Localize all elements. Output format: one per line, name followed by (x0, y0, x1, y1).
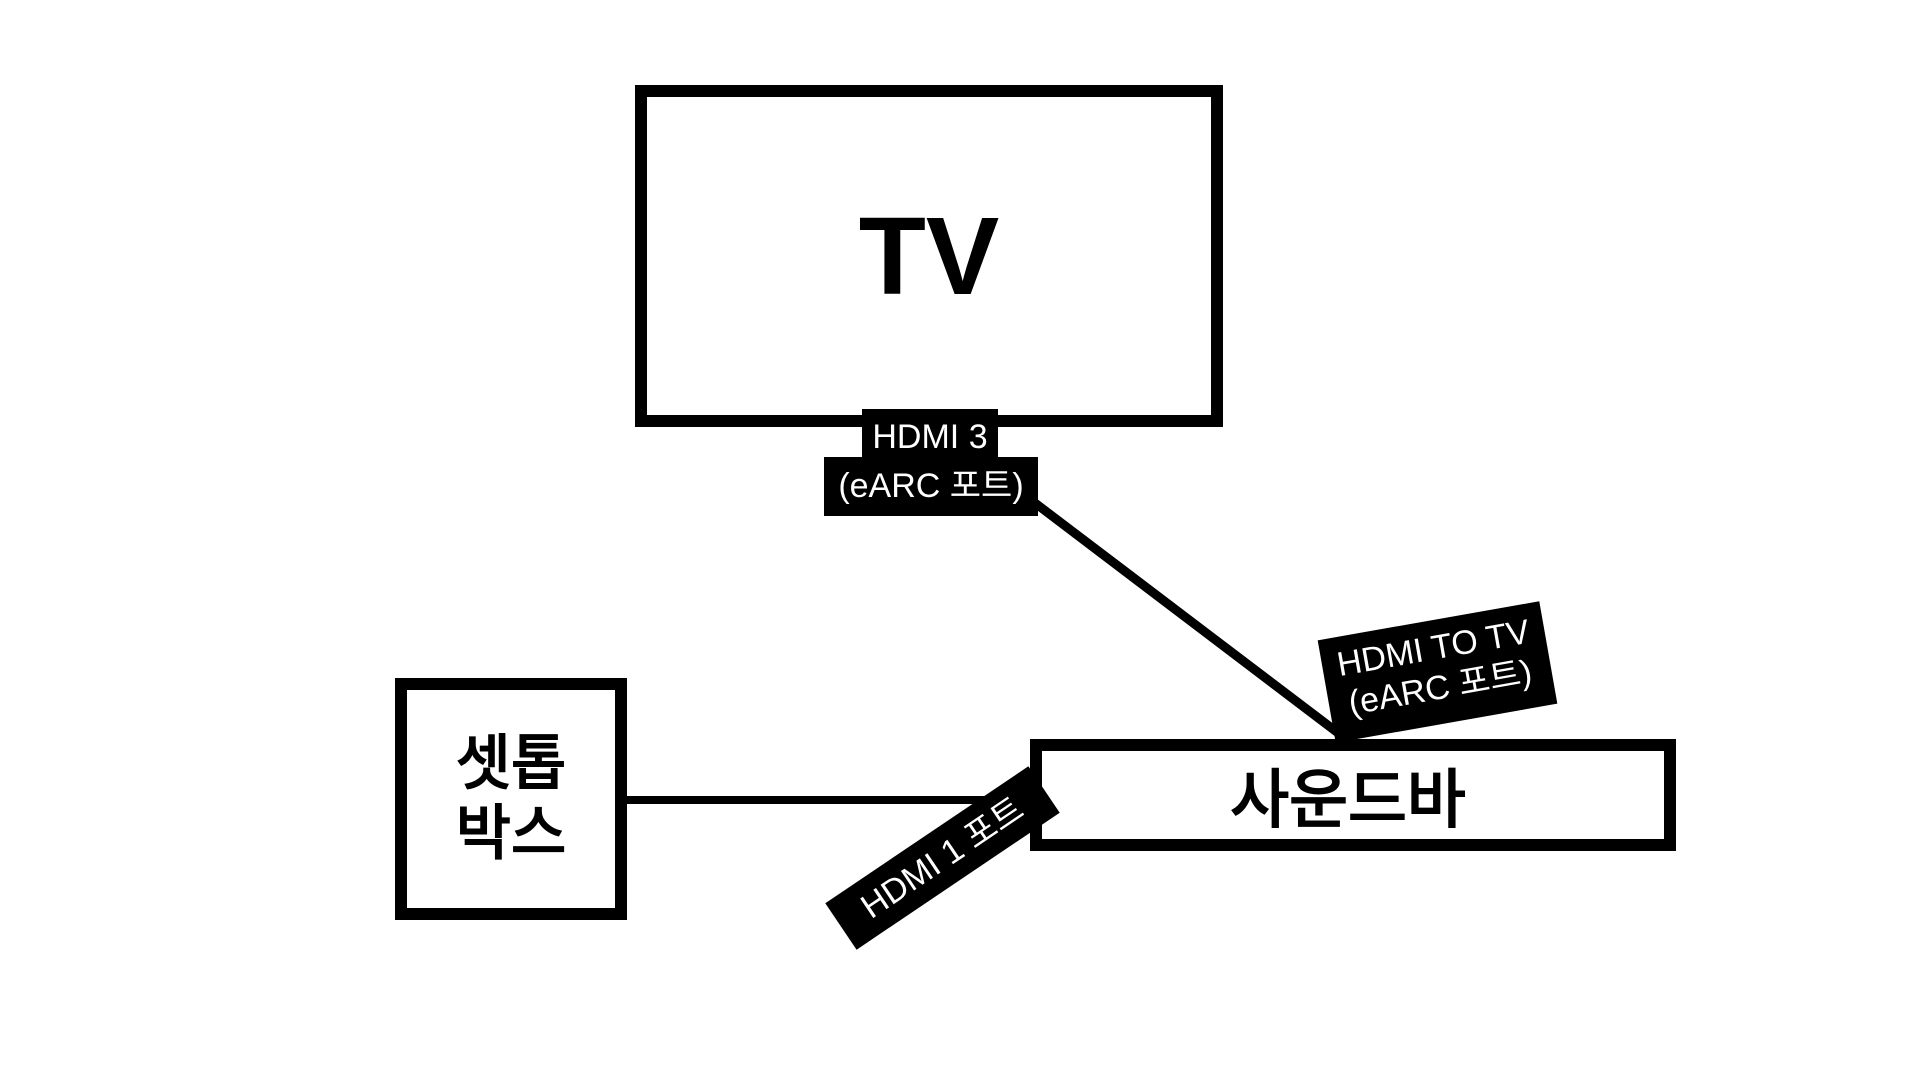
settop-label-line2: 박스 (455, 800, 567, 867)
tv-box: TV (635, 85, 1223, 427)
settop-label-line1: 셋톱 (455, 730, 567, 797)
tv-label: TV (858, 194, 1000, 318)
tv-hdmi3-port-label-line1: HDMI 3 (862, 409, 998, 459)
tv-hdmi3-port-label-line2: (eARC 포트) (824, 457, 1038, 516)
soundbar-label: 사운드바 (1230, 764, 1466, 836)
soundbar-box: 사운드바 (1030, 739, 1676, 851)
tv-soundbar-cable (1032, 499, 1353, 746)
settop-box: 셋톱 박스 (395, 678, 627, 920)
